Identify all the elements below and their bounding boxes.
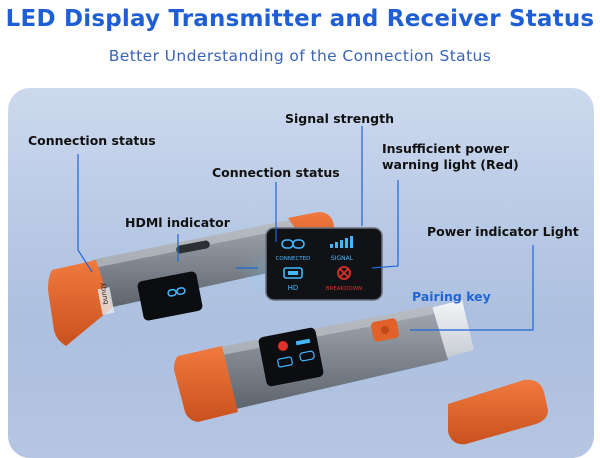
breakdown-warning-icon [337, 266, 351, 280]
receiver-end-cap-left [174, 346, 238, 422]
pairing-key-button[interactable] [370, 318, 399, 343]
signal-bars-icon [330, 236, 353, 248]
transmitter-end-cap-left [48, 260, 112, 346]
callout-insufficient-power-line1: Insufficient power [382, 141, 509, 156]
page-subtitle: Better Understanding of the Connection S… [108, 47, 492, 65]
hd-label: HD [288, 284, 299, 292]
callout-hdmi-indicator: HDMl indicator [125, 215, 230, 230]
callout-power-indicator: Power indicator Light [427, 224, 579, 239]
transmitter-link-icon [167, 287, 186, 297]
spare-end-cap [448, 379, 548, 445]
leader-lines [77, 126, 534, 331]
callout-insufficient-power: Insufficient power warning light (Red) [382, 141, 519, 172]
transmitter-device: bunqy [48, 212, 338, 346]
hdmi-icon [283, 267, 303, 279]
callout-signal-strength: Signal strength [285, 111, 394, 126]
usb-c-port [176, 240, 210, 254]
callout-connection-status-left: Connection status [28, 133, 156, 148]
callout-pairing-key: Pairing key [412, 289, 491, 304]
connected-icon [281, 239, 305, 249]
receiver-body [215, 306, 448, 410]
brand-logo: bunqy [98, 282, 110, 305]
page-title: LED Display Transmitter and Receiver Sta… [5, 6, 595, 32]
receiver-device [174, 300, 474, 422]
breakdown-label: BREAKDOWN [326, 286, 363, 292]
callout-insufficient-power-line2: warning light (Red) [382, 156, 519, 172]
connected-label: CONNECTED [276, 256, 311, 262]
callout-connection-status-center: Connection status [212, 165, 340, 180]
signal-label: SIGNAL [331, 255, 354, 262]
magnified-led-display: CONNECTED SIGNAL HD BREAKDOWN [265, 227, 383, 301]
